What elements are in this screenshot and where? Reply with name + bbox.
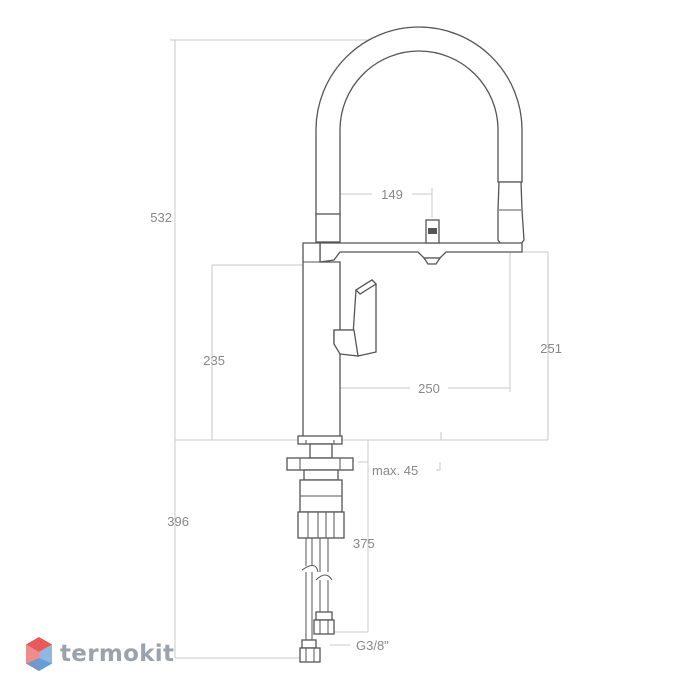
label-max-thickness: max. 45 <box>372 463 418 478</box>
dimension-532 <box>170 39 420 440</box>
dimension-396 <box>174 440 310 659</box>
label-spout-reach: 250 <box>418 381 440 396</box>
hexagon-logo-icon <box>26 637 52 671</box>
hose-collar <box>315 213 341 243</box>
label-hose-length: 375 <box>353 536 375 551</box>
flexible-spout <box>315 26 523 216</box>
brand-logo: termokit <box>24 636 174 672</box>
brand-name: termokit <box>60 641 175 667</box>
dimension-235 <box>211 264 305 440</box>
label-connection-thread: G3/8" <box>356 638 389 653</box>
dimension-375 <box>330 440 369 633</box>
dimension-max45 <box>358 461 441 471</box>
label-handle-height: 235 <box>203 353 225 368</box>
label-total-height: 532 <box>150 210 172 225</box>
hose-connectors <box>299 611 335 663</box>
spout-arm <box>319 219 523 265</box>
fixing-nut <box>297 511 345 539</box>
lever-handle <box>333 279 378 357</box>
label-spout-reach-upper: 149 <box>381 187 403 202</box>
mounting-shank <box>286 443 354 513</box>
supply-hoses <box>301 538 333 648</box>
base-flange <box>297 435 343 445</box>
label-spout-height: 251 <box>540 341 562 356</box>
spray-head <box>497 181 525 249</box>
label-below-counter: 396 <box>167 514 189 529</box>
dimension-250 <box>322 252 511 392</box>
